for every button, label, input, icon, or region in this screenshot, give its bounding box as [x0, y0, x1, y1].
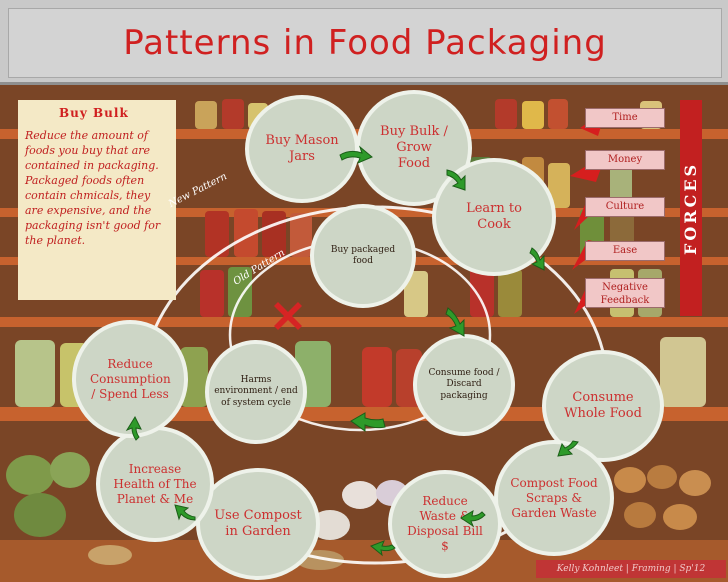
step-increase-health: Increase Health of The Planet & Me [96, 426, 214, 542]
red-x-icon [274, 302, 302, 330]
arrow-icon [125, 415, 142, 441]
step-buy-mason-jars: Buy Mason Jars [245, 95, 359, 203]
step-label: Increase Health of The Planet & Me [113, 461, 197, 506]
page-title: Patterns in Food Packaging [123, 23, 607, 63]
arrow-icon [339, 145, 373, 164]
note-title: Buy Bulk [59, 106, 129, 120]
arrow-icon [370, 540, 396, 557]
step-label: Buy Bulk / Grow Food [380, 123, 448, 172]
note-body: Reduce the amount of foods you buy that … [25, 129, 161, 248]
force-time: Time [585, 108, 665, 128]
step-label: Reduce Consumption / Spend Less [90, 356, 171, 401]
forces-label: FORCES [680, 100, 702, 316]
arrow-icon [350, 412, 386, 432]
title-box: Patterns in Food Packaging [8, 8, 722, 78]
step-label: Buy Mason Jars [265, 132, 339, 164]
step-label: Buy packaged food [330, 244, 396, 266]
step-label: Consume Whole Food [564, 389, 642, 421]
step-label: Use Compost in Garden [214, 507, 302, 539]
step-reduce-waste: Reduce Waste & Disposal Bill $ [388, 470, 502, 578]
step-harms: Harms environment / end of system cycle [205, 340, 307, 444]
arrow-icon [445, 307, 465, 337]
force-culture: Culture [585, 197, 665, 217]
step-compost: Compost Food Scraps & Garden Waste [494, 440, 614, 556]
step-label: Consume food / Discard packaging [428, 368, 500, 401]
step-consume-discard: Consume food / Discard packaging [413, 334, 515, 436]
force-money: Money [585, 150, 665, 170]
shelf [0, 317, 728, 327]
step-label: Learn to Cook [466, 200, 522, 232]
force-ease: Ease [585, 241, 665, 261]
header-bar: Patterns in Food Packaging [0, 0, 728, 85]
step-label: Reduce Waste & Disposal Bill $ [407, 494, 483, 553]
arrow-icon [529, 247, 545, 271]
step-label: Compost Food Scraps & Garden Waste [510, 475, 598, 520]
arrow-icon [446, 169, 466, 191]
arrow-icon [460, 510, 486, 528]
buy-bulk-note: Buy Bulk Reduce the amount of foods you … [18, 100, 176, 300]
step-label: Harms environment / end of system cycle [214, 375, 298, 408]
step-use-compost: Use Compost in Garden [196, 468, 320, 580]
force-negative-feedback: Negative Feedback [585, 278, 665, 308]
arrow-icon [174, 504, 196, 521]
author-credit: Kelly Kohnleet | Framing | Sp'12 [536, 560, 726, 578]
arrow-icon [557, 440, 579, 457]
step-reduce-consumption: Reduce Consumption / Spend Less [72, 320, 188, 438]
step-buy-packaged: Buy packaged food [310, 204, 416, 308]
